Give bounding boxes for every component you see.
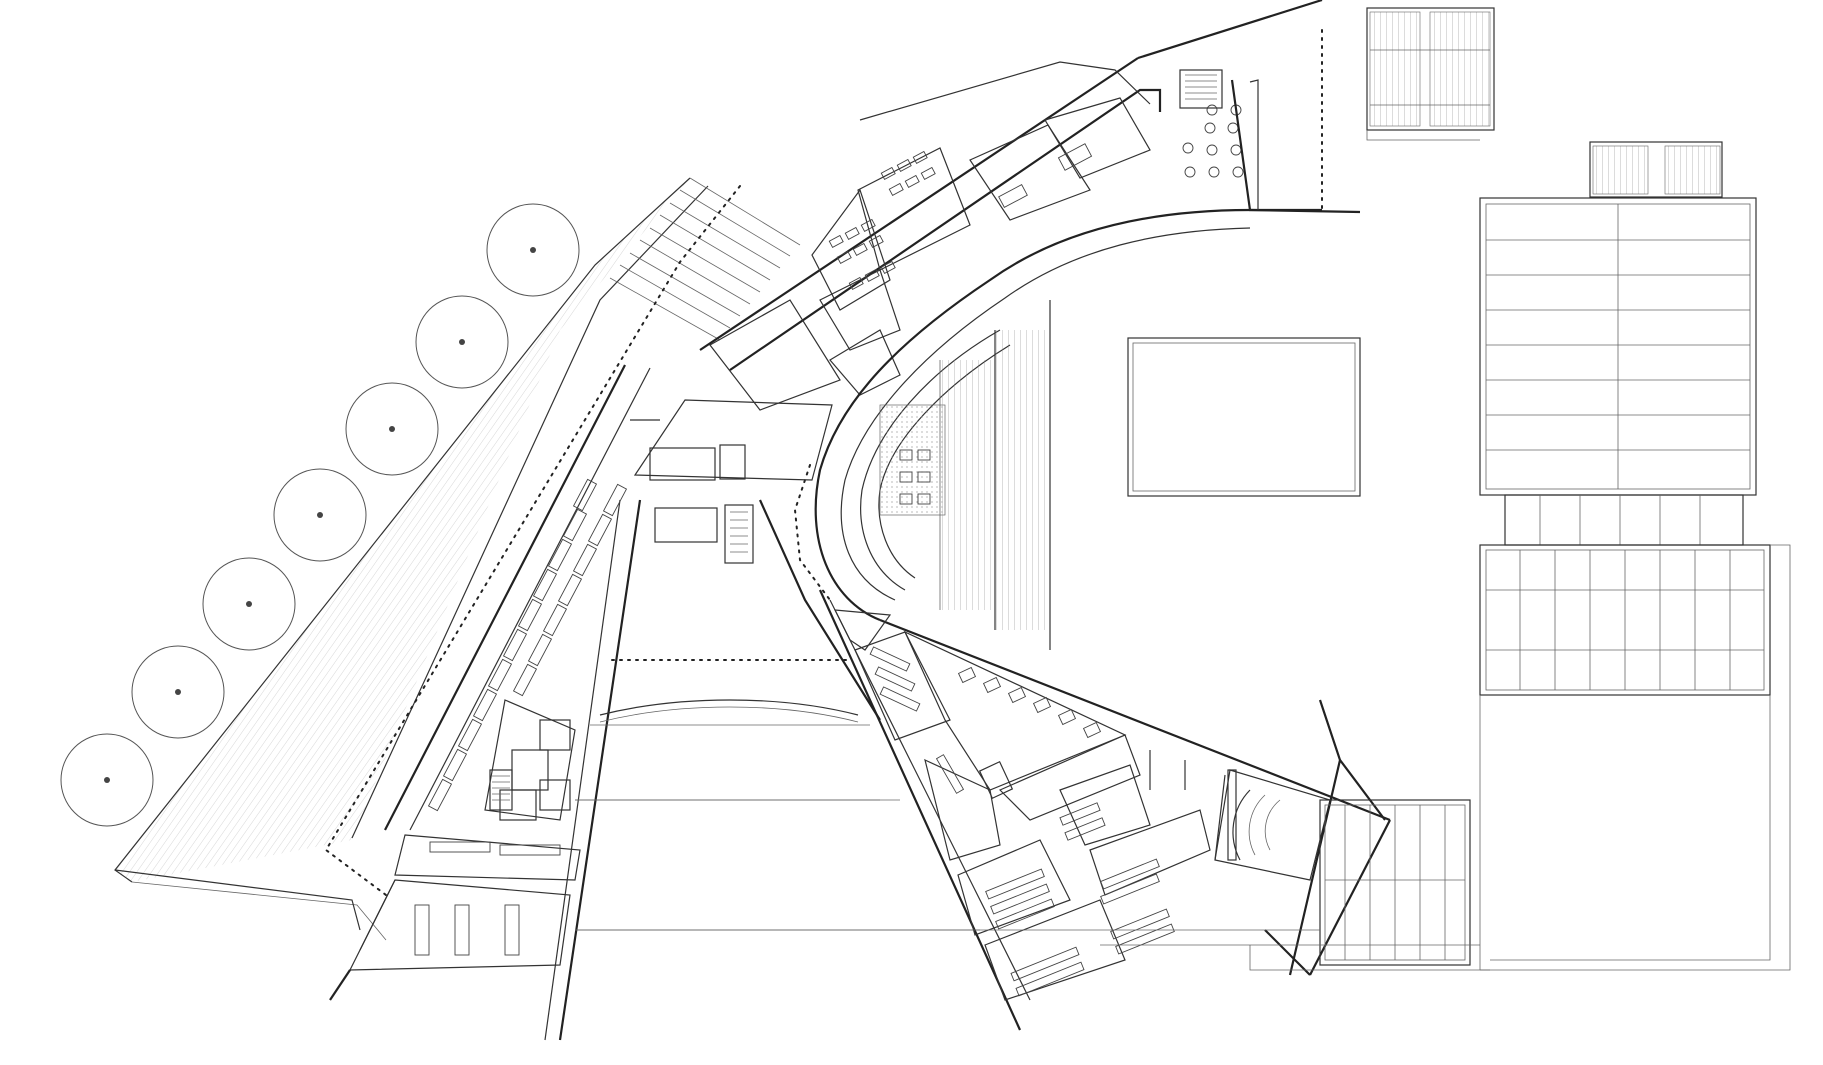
- curved-corridor: [814, 208, 1251, 650]
- southeast-wing: [818, 589, 1391, 1031]
- se-stair: [978, 760, 1014, 800]
- tree-1: [486, 203, 580, 297]
- trees: [60, 203, 580, 827]
- pergola-1: [1366, 7, 1495, 131]
- west-lower-desks: [414, 841, 561, 956]
- amphitheater-steps: [939, 300, 1051, 650]
- tree-7: [60, 733, 154, 827]
- pergola-2: [1589, 141, 1723, 198]
- east-block-lower: [1479, 544, 1771, 696]
- west-ramp: [114, 177, 801, 941]
- courtyard-pool: [1127, 337, 1361, 497]
- canopy-outline-west: [324, 185, 741, 899]
- tree-2: [415, 295, 509, 389]
- south-limits: [575, 799, 1320, 931]
- lounge-furniture: [899, 449, 931, 505]
- tree-5: [202, 557, 296, 651]
- entry-neck: [544, 399, 881, 1041]
- north-wing: [699, 0, 1361, 411]
- cafe-tables: [1182, 104, 1244, 178]
- plaza-and-east-block: [1100, 7, 1791, 971]
- north-wing-desks: [828, 143, 1093, 290]
- central-court: [575, 699, 980, 931]
- west-office-desks: [427, 478, 628, 812]
- west-steps: [609, 177, 801, 341]
- west-core-stair: [489, 769, 513, 811]
- se-desks: [869, 646, 1175, 997]
- tree-4: [273, 468, 367, 562]
- pergola-3: [1319, 799, 1471, 966]
- west-office-wing: [329, 364, 660, 1001]
- tree-6: [131, 645, 225, 739]
- canopy-outline-court: [793, 464, 831, 601]
- tree-3: [345, 382, 439, 476]
- ne-stair: [1179, 69, 1223, 109]
